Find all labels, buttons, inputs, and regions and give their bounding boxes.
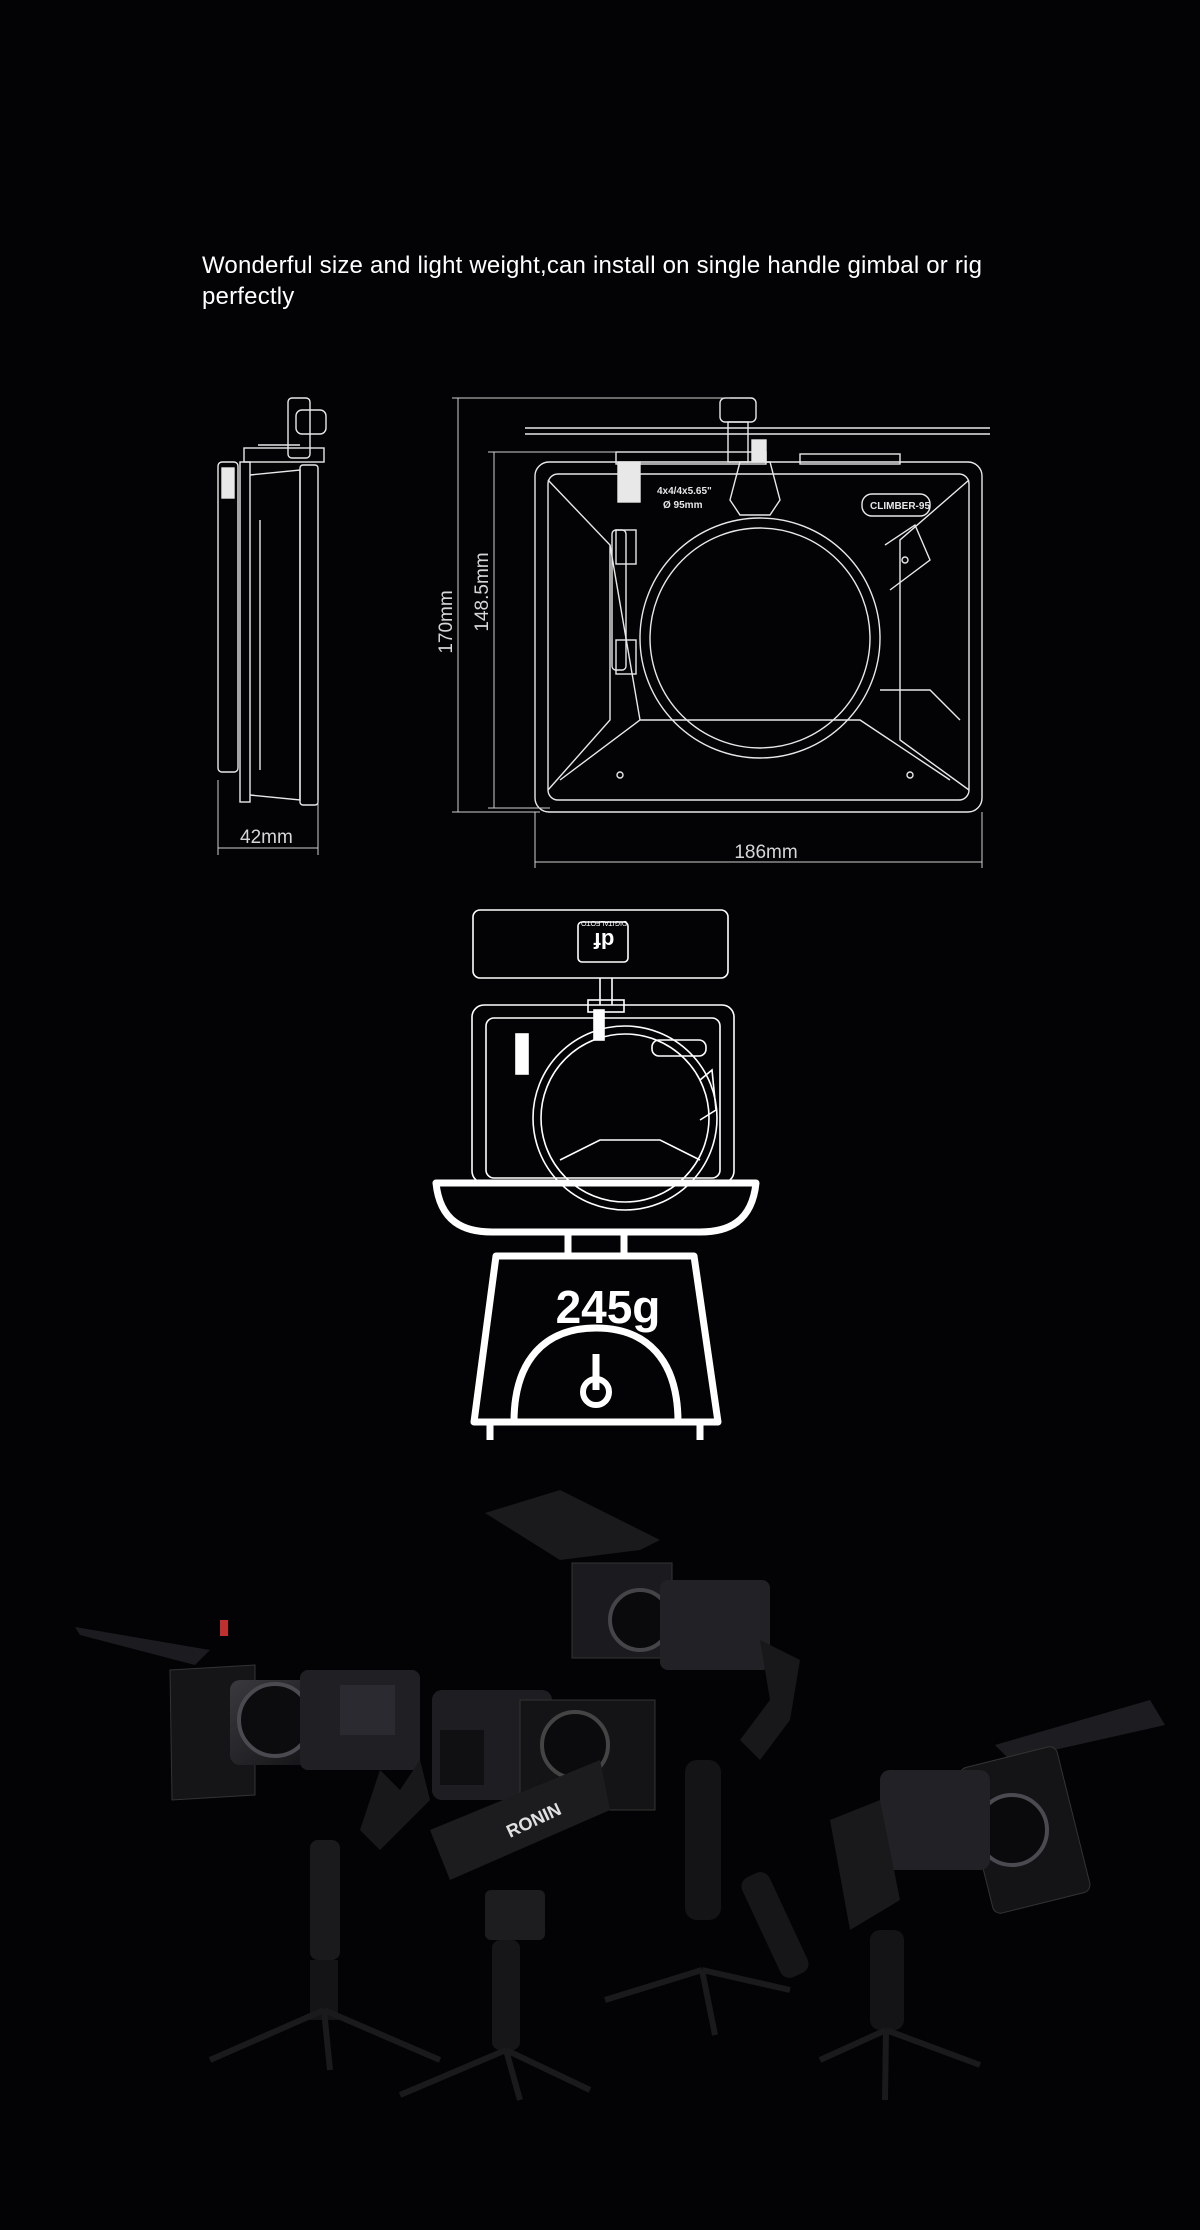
dim-depth-line [217, 780, 319, 855]
mattebox-on-scale [471, 909, 735, 1211]
brand-logo-icon: df [593, 928, 614, 953]
dim-depth-label: 42mm [240, 827, 293, 848]
scale-dial-icon [580, 1376, 612, 1408]
kitchen-scale-icon [432, 1179, 760, 1440]
filter-size-label: 4x4/4x5.65" [657, 486, 712, 497]
dim-height-outer-label: 170mm [436, 590, 457, 653]
diameter-label: Ø 95mm [663, 500, 703, 511]
front-view-drawing [525, 397, 990, 813]
model-label: CLIMBER-95 [870, 501, 930, 512]
brand-text: DIGITALFOTO [580, 919, 627, 926]
gimbal-center-right [485, 1490, 800, 2036]
scale-weight-value: 245g [556, 1281, 661, 1333]
dim-height-inner-label: 148.5mm [472, 552, 493, 631]
gimbal-center-left: RONIN [398, 1690, 656, 2101]
headline: Wonderful size and light weight,can inst… [202, 252, 983, 310]
dim-width-label: 186mm [734, 842, 797, 863]
side-view-drawing [217, 397, 327, 806]
gimbals-photo: RONIN [75, 1490, 1165, 2101]
gimbal-right [741, 1700, 1165, 2101]
dim-height-lines [452, 397, 983, 868]
gimbal-left [75, 1620, 442, 2071]
